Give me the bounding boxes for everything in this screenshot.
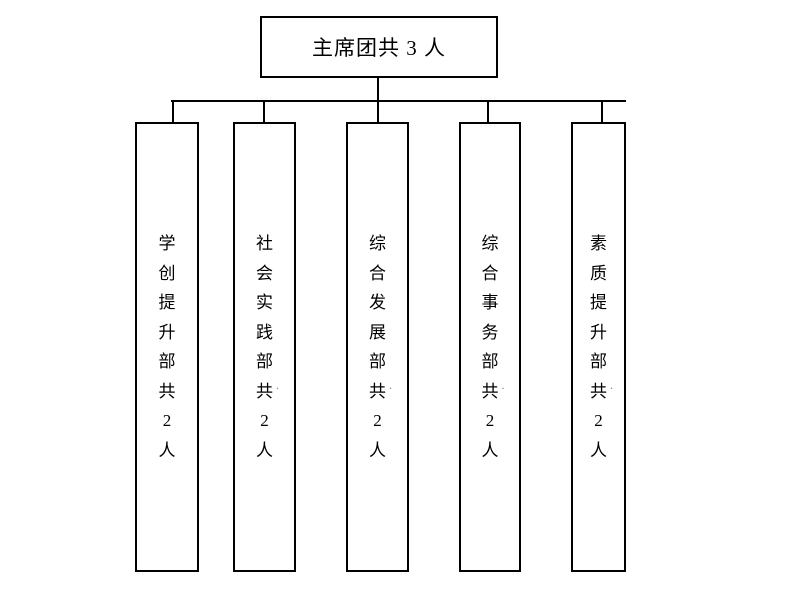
- dept-label-char: 部: [256, 352, 273, 371]
- format-mark-dot: ·: [501, 380, 505, 395]
- dept-label-char: 2: [162, 411, 172, 430]
- dept-label-char: 会: [256, 263, 273, 283]
- dept-label-char: 人: [369, 440, 386, 460]
- dept-label-char: 部: [158, 352, 176, 371]
- connector-drop-line: [377, 77, 379, 101]
- dept-label-shehui-shijian-bu: 社会实践部共· 2 人: [235, 229, 294, 465]
- connector-stub-3: [376, 101, 379, 123]
- dept-box-zonghe-fazhan-bu: 综合发展部共· 2 人: [346, 122, 409, 572]
- dept-label-char: 升: [158, 322, 176, 342]
- connector-stub-4: [487, 101, 489, 123]
- dept-box-suzhi-tisheng-bu: 素质提升部共· 2 人: [571, 122, 626, 572]
- dept-label-char: 人: [481, 440, 499, 460]
- dept-box-xuechuang-tisheng-bu: 学创提升部共 2 人: [135, 122, 199, 572]
- connector-stub-2: [263, 101, 265, 123]
- dept-label-char: 人: [590, 440, 607, 460]
- format-mark-dot: ·: [275, 380, 280, 395]
- dept-label-char: 共: [158, 381, 176, 401]
- dept-label-char: 合: [369, 263, 386, 283]
- dept-label-char: 展: [369, 322, 386, 342]
- dept-label-char: 升: [590, 322, 607, 342]
- connector-horizontal-line: [171, 100, 626, 102]
- dept-label-xuechuang-tisheng-bu: 学创提升部共 2 人: [137, 229, 197, 465]
- dept-label-char: 2: [260, 411, 269, 430]
- dept-label-char: 共·: [590, 380, 614, 401]
- dept-box-shehui-shijian-bu: 社会实践部共· 2 人: [233, 122, 296, 572]
- connector-stub-1: [171, 101, 174, 123]
- dept-label-char: 2: [594, 411, 603, 430]
- dept-label-char: 部: [481, 352, 499, 371]
- dept-label-char: 提: [158, 293, 176, 312]
- dept-label-char: 部: [590, 352, 607, 371]
- dept-label-char: 综: [481, 234, 499, 253]
- format-mark-dot: ·: [609, 380, 614, 395]
- dept-label-char: 实: [256, 293, 273, 312]
- dept-label-zonghe-fazhan-bu: 综合发展部共· 2 人: [348, 229, 407, 465]
- dept-label-zonghe-shiwu-bu: 综合事务部共· 2 人: [461, 229, 519, 465]
- dept-label-char: 素: [590, 234, 607, 253]
- dept-label-char: 共·: [256, 380, 280, 401]
- dept-box-zonghe-shiwu-bu: 综合事务部共· 2 人: [459, 122, 521, 572]
- dept-label-char: 践: [256, 322, 273, 342]
- dept-label-char: 提: [590, 293, 607, 312]
- dept-label-char: 人: [158, 440, 176, 460]
- dept-label-char: 2: [373, 411, 382, 430]
- presidium-label: 主席团共 3 人: [312, 36, 446, 60]
- dept-label-char: 务: [481, 322, 499, 342]
- dept-label-char: 合: [481, 263, 499, 283]
- format-mark-dot: ·: [388, 380, 393, 395]
- dept-label-char: 学: [158, 234, 176, 253]
- dept-label-char: 2: [485, 411, 495, 430]
- dept-label-char: 共·: [481, 380, 506, 401]
- dept-label-char: 部: [369, 352, 386, 371]
- presidium-box: 主席团共 3 人: [260, 16, 498, 78]
- dept-label-char: 发: [369, 293, 386, 312]
- dept-label-char: 创: [158, 263, 176, 283]
- dept-label-char: 人: [256, 440, 273, 460]
- dept-label-char: 事: [481, 293, 499, 312]
- dept-label-char: 社: [256, 234, 273, 253]
- dept-label-char: 综: [369, 234, 386, 253]
- connector-stub-5: [600, 101, 603, 123]
- dept-label-char: 质: [590, 263, 607, 283]
- dept-label-char: 共·: [369, 380, 393, 401]
- dept-label-suzhi-tisheng-bu: 素质提升部共· 2 人: [573, 229, 624, 465]
